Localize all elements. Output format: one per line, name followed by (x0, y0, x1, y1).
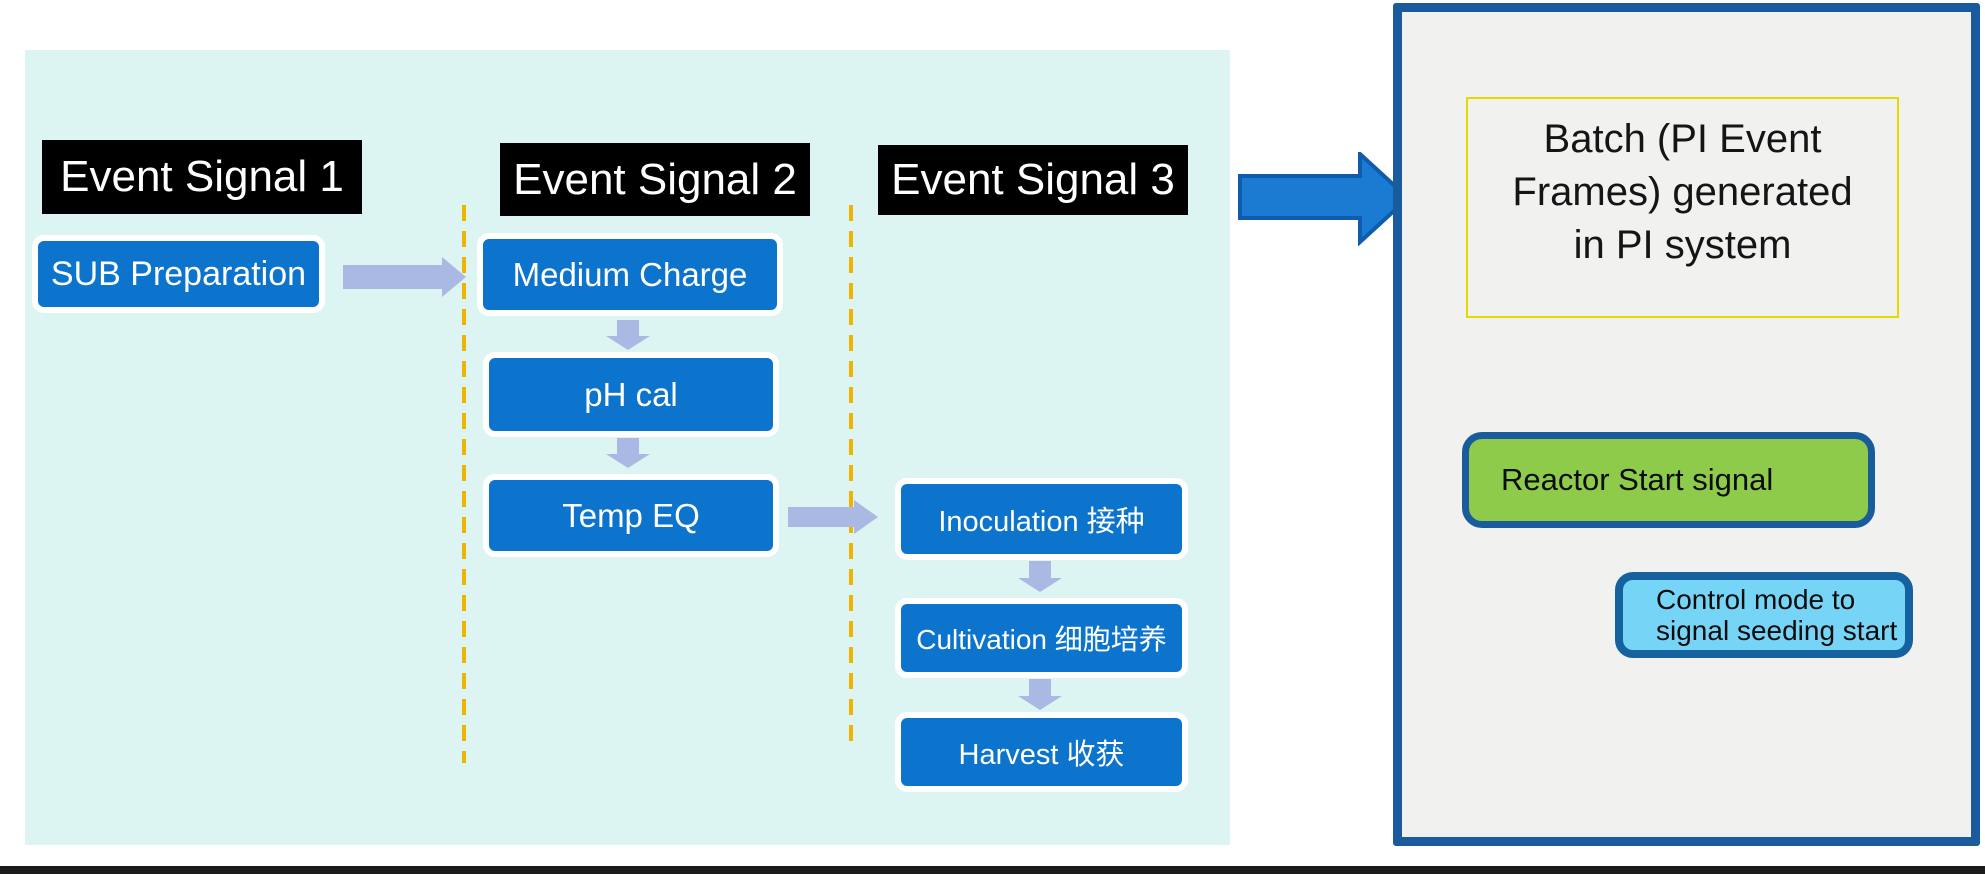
big-flow-arrow-icon (1238, 152, 1411, 246)
step-inoculation-label: Inoculation 接种 (938, 506, 1145, 538)
step-temp-eq: Temp EQ (483, 474, 779, 557)
control-mode-line-2: signal seeding start (1656, 615, 1898, 646)
event-signal-1-label: Event Signal 1 (60, 152, 344, 201)
arrow-right-icon-1 (343, 257, 466, 297)
arrow-down-icon-3 (1018, 561, 1062, 592)
batch-note-line-3: in PI system (1573, 223, 1792, 267)
step-sub-preparation: SUB Preparation (32, 235, 325, 313)
step-temp-eq-label: Temp EQ (562, 496, 700, 534)
step-ph-cal: pH cal (483, 352, 779, 437)
column-separator-line-2 (849, 205, 853, 748)
arrow-down-icon-2 (606, 438, 650, 468)
step-medium-charge-label: Medium Charge (512, 255, 748, 293)
batch-note-line-2: Frames) generated (1512, 170, 1853, 214)
reactor-start-box: Reactor Start signal (1462, 432, 1875, 528)
control-mode-box: Control mode to signal seeding start (1615, 572, 1913, 658)
step-harvest: Harvest 收获 (895, 712, 1188, 792)
step-sub-preparation-label: SUB Preparation (50, 254, 307, 293)
control-mode-line-1: Control mode to (1656, 584, 1856, 615)
batch-note: Batch (PI Event Frames) generated in PI … (1466, 97, 1899, 318)
pi-system-panel (1393, 3, 1980, 846)
event-signal-3-label: Event Signal 3 (891, 155, 1175, 204)
step-cultivation-label: Cultivation 细胞培养 (916, 624, 1167, 655)
slide-footer-bar (0, 866, 1985, 874)
event-signal-3-header: Event Signal 3 (878, 145, 1188, 215)
step-cultivation: Cultivation 细胞培养 (895, 598, 1188, 678)
step-inoculation: Inoculation 接种 (895, 478, 1188, 560)
step-ph-cal-label: pH cal (584, 375, 678, 413)
event-signal-2-label: Event Signal 2 (513, 154, 797, 204)
event-signal-2-header: Event Signal 2 (500, 143, 810, 216)
arrow-right-icon-2 (788, 500, 878, 534)
step-harvest-label: Harvest 收获 (958, 739, 1125, 771)
batch-note-line-1: Batch (PI Event (1543, 117, 1822, 161)
step-medium-charge: Medium Charge (477, 233, 783, 316)
event-signal-1-header: Event Signal 1 (42, 140, 362, 214)
reactor-start-label: Reactor Start signal (1501, 462, 1774, 497)
arrow-down-icon-1 (606, 320, 650, 350)
arrow-down-icon-4 (1018, 679, 1062, 710)
column-separator-line-1 (462, 205, 466, 763)
